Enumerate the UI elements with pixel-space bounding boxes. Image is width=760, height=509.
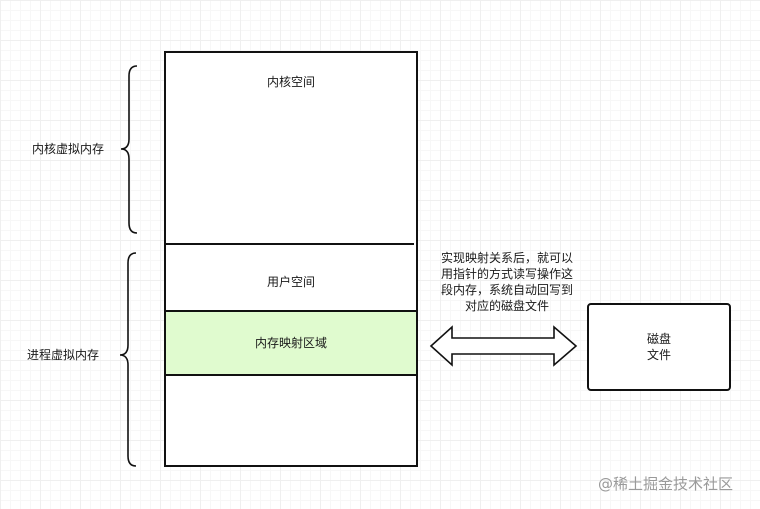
user-space-label: 用户空间 [266,275,315,289]
lower-memory-segment [166,376,416,465]
watermark: @稀土掘金技术社区 [598,475,734,493]
mmap-region-segment: 内存映射区域 [166,310,416,376]
mmap-region-label: 内存映射区域 [254,336,327,350]
disk-label: 磁盘 [646,332,671,346]
process-memory-brace [119,252,137,467]
file-label: 文件 [646,348,671,362]
disk-file-box: 磁盘 文件 [587,303,731,391]
kernel-space-label: 内核空间 [266,75,315,89]
kernel-space-segment: 内核空间 [166,53,416,245]
kernel-memory-brace [120,65,138,234]
process-virtual-memory-label: 进程虚拟内存 [27,348,100,362]
mapping-double-arrow [429,325,578,367]
mapping-annotation: 实现映射关系后，就可以用指针的方式读写操作这段内存，系统自动回写到对应的磁盘文件 [440,251,573,313]
user-space-segment: 用户空间 [166,245,416,310]
memory-layout-stack: 内核空间 用户空间 内存映射区域 [164,51,418,467]
kernel-user-divider [166,243,414,245]
kernel-virtual-memory-label: 内核虚拟内存 [32,142,105,156]
